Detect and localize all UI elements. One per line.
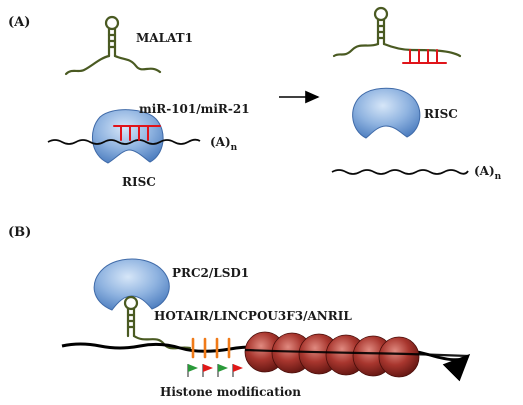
- histone-marks: [191, 337, 231, 359]
- modification-label: Histone modification: [160, 385, 301, 399]
- risc-label-left: RISC: [122, 175, 156, 189]
- nucleosomes: [244, 331, 420, 378]
- mirna-bound: [113, 125, 161, 141]
- polya-label-left: (A)n: [210, 135, 238, 153]
- hotair-label: HOTAIR/LINCPOU3F3/ANRIL: [154, 309, 352, 323]
- risc-label-right: RISC: [424, 107, 458, 121]
- malat1-sponge: [332, 6, 462, 58]
- complex-label: PRC2/LSD1: [172, 266, 249, 280]
- mirna-label: miR-101/miR-21: [139, 102, 250, 116]
- nucleosome: [378, 336, 420, 378]
- panel-b-label: (B): [8, 225, 31, 240]
- risc-complex-left: [92, 109, 164, 164]
- malat1-label: MALAT1: [136, 31, 193, 45]
- prc2-lsd1-complex: [93, 258, 170, 311]
- panel-a-label: (A): [8, 15, 30, 30]
- modification-flags: [187, 364, 243, 377]
- mrna-left: [47, 138, 201, 145]
- mirna-sponged: [402, 49, 447, 64]
- polya-label-right: (A)n: [474, 164, 502, 182]
- malat1-lncrna: [64, 15, 162, 76]
- mrna-right: [331, 169, 469, 175]
- risc-complex-right: [352, 87, 421, 139]
